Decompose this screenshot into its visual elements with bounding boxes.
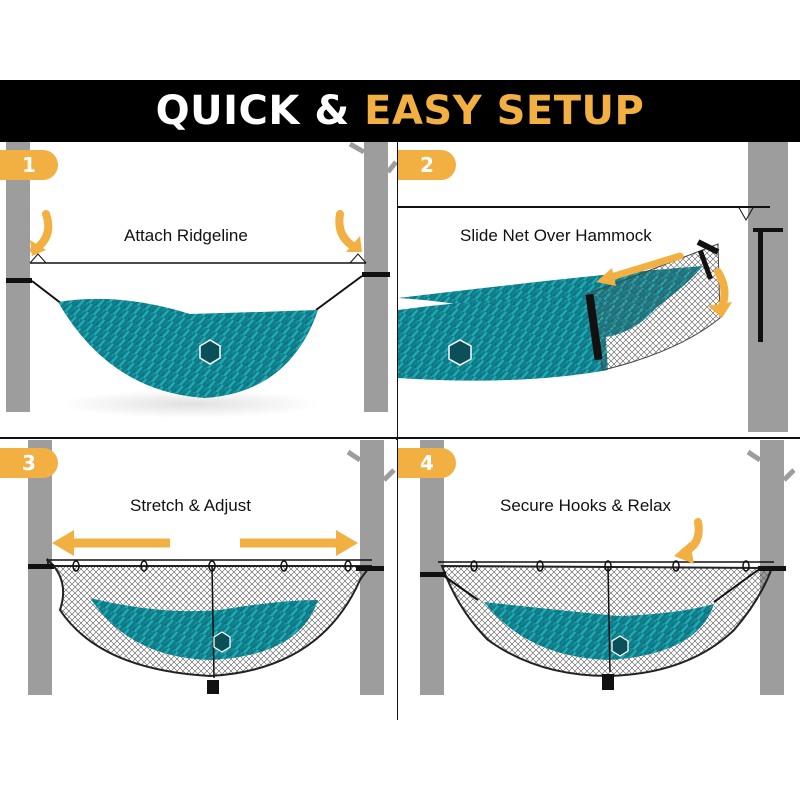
grid-divider-vertical (396, 142, 398, 720)
step-caption-4: Secure Hooks & Relax (500, 496, 672, 515)
step-caption-2: Slide Net Over Hammock (460, 226, 652, 245)
step-panel-3: 3 Stretch & Adjust (0, 440, 397, 720)
step-panel-1: 1 Attach Ridgeline (0, 142, 397, 437)
grid-divider-horizontal (0, 437, 800, 439)
step-panel-2: 2 Slide Net Over Hammock (398, 142, 795, 437)
step-caption-1: Attach Ridgeline (124, 226, 248, 245)
step-panel-4: 4 Secure Hooks & Relax (398, 440, 795, 720)
step-2-illustration (398, 142, 788, 432)
step-4-illustration (420, 440, 795, 695)
step-badge-1: 1 (0, 150, 58, 180)
header-banner: QUICK & EASY SETUP (0, 80, 800, 142)
step-caption-3: Stretch & Adjust (130, 496, 251, 515)
step-3-illustration (28, 440, 396, 695)
page-title: QUICK & EASY SETUP (156, 88, 645, 134)
step-badge-3: 3 (0, 448, 58, 478)
step-badge-2: 2 (398, 150, 456, 180)
title-part-1: QUICK & (155, 88, 365, 134)
title-part-2: EASY SETUP (364, 88, 645, 134)
step-badge-4: 4 (398, 448, 456, 478)
step-1-illustration (6, 142, 397, 418)
